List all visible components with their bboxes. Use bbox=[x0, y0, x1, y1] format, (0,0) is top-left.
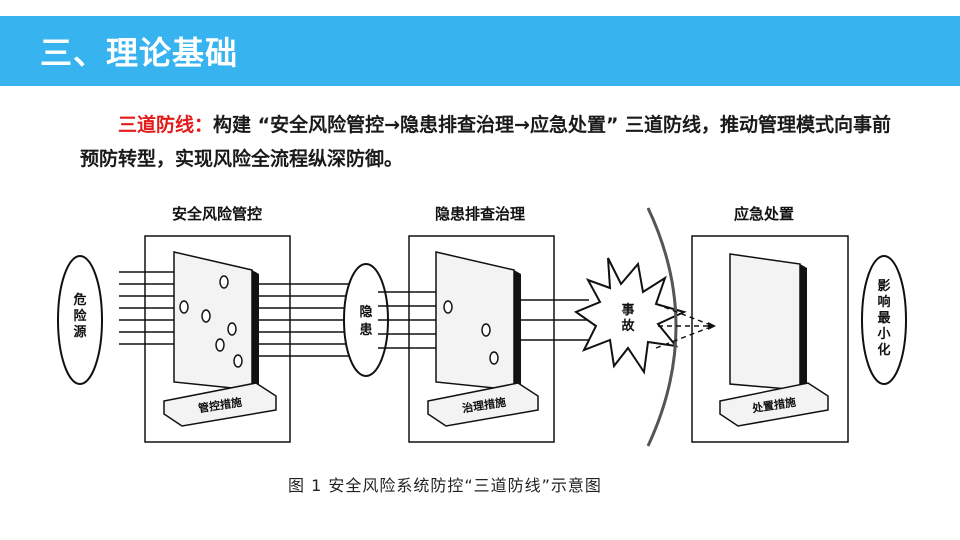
page-title: 三、理论基础 bbox=[40, 34, 239, 72]
source-char-3: 源 bbox=[73, 324, 86, 340]
result-char-2: 响 bbox=[877, 294, 890, 310]
intro-lead: 三道防线： bbox=[118, 114, 214, 136]
stage2-frame bbox=[408, 235, 555, 443]
accident-label: 事故 bbox=[621, 302, 635, 334]
intro-body: 构建 “安全风险管控→隐患排查治理→应急处置” 三道防线，推动管理模式向事前预防… bbox=[80, 114, 892, 170]
stage2-panel bbox=[435, 251, 515, 391]
stage1-panel-side bbox=[252, 270, 259, 392]
result-char-3: 最 bbox=[877, 311, 891, 326]
stage2-base-label: 治理措施 bbox=[461, 395, 507, 416]
stage3-base bbox=[719, 382, 829, 427]
hazard-char-1: 隐 bbox=[359, 304, 372, 320]
intro-paragraph: 三道防线：构建 “安全风险管控→隐患排查治理→应急处置” 三道防线，推动管理模式… bbox=[80, 108, 900, 176]
result-ellipse bbox=[861, 255, 907, 385]
accident-char-1: 事 bbox=[621, 302, 634, 318]
stage1-markers bbox=[179, 275, 243, 368]
dashed-arrows bbox=[655, 303, 709, 349]
stage1-title: 安全风险管控 bbox=[172, 205, 262, 223]
figure-caption: 图 1 安全风险系统防控“三道防线”示意图 bbox=[288, 476, 602, 495]
title-bar: 三、理论基础 bbox=[0, 16, 960, 86]
stage2-markers bbox=[443, 300, 499, 365]
stage2-panel-side bbox=[514, 270, 521, 392]
stage3-title: 应急处置 bbox=[734, 205, 794, 223]
stage2-title: 隐患排查治理 bbox=[435, 205, 525, 223]
stage3-panel bbox=[729, 253, 801, 391]
stage1-base bbox=[163, 382, 277, 427]
stage1-base-label: 管控措施 bbox=[197, 395, 243, 416]
source-char-2: 险 bbox=[73, 308, 87, 324]
stage2-base bbox=[427, 382, 539, 427]
stage3-frame bbox=[691, 235, 849, 443]
hazard-label: 隐患 bbox=[359, 304, 372, 338]
stage1-panel bbox=[173, 251, 253, 391]
lines-to-hazard bbox=[259, 283, 354, 357]
result-char-5: 化 bbox=[877, 342, 890, 358]
stage1-frame bbox=[144, 235, 291, 443]
result-char-1: 影 bbox=[877, 278, 890, 294]
source-ellipse bbox=[57, 255, 103, 385]
stage3-base-label: 处置措施 bbox=[750, 395, 797, 416]
source-label: 危险源 bbox=[73, 292, 87, 340]
result-label: 影响最小化 bbox=[877, 278, 891, 358]
source-char-1: 危 bbox=[73, 292, 86, 308]
arrow-head bbox=[708, 322, 716, 330]
hazard-char-2: 患 bbox=[359, 322, 372, 338]
stage3-panel-side bbox=[800, 264, 807, 392]
accident-burst bbox=[573, 257, 687, 375]
accident-char-2: 故 bbox=[621, 318, 635, 334]
three-lines-diagram: 安全风险管控 危险源 管控措施 隐患 bbox=[44, 196, 916, 452]
lines-to-accident bbox=[521, 299, 589, 341]
result-char-4: 小 bbox=[877, 327, 890, 342]
